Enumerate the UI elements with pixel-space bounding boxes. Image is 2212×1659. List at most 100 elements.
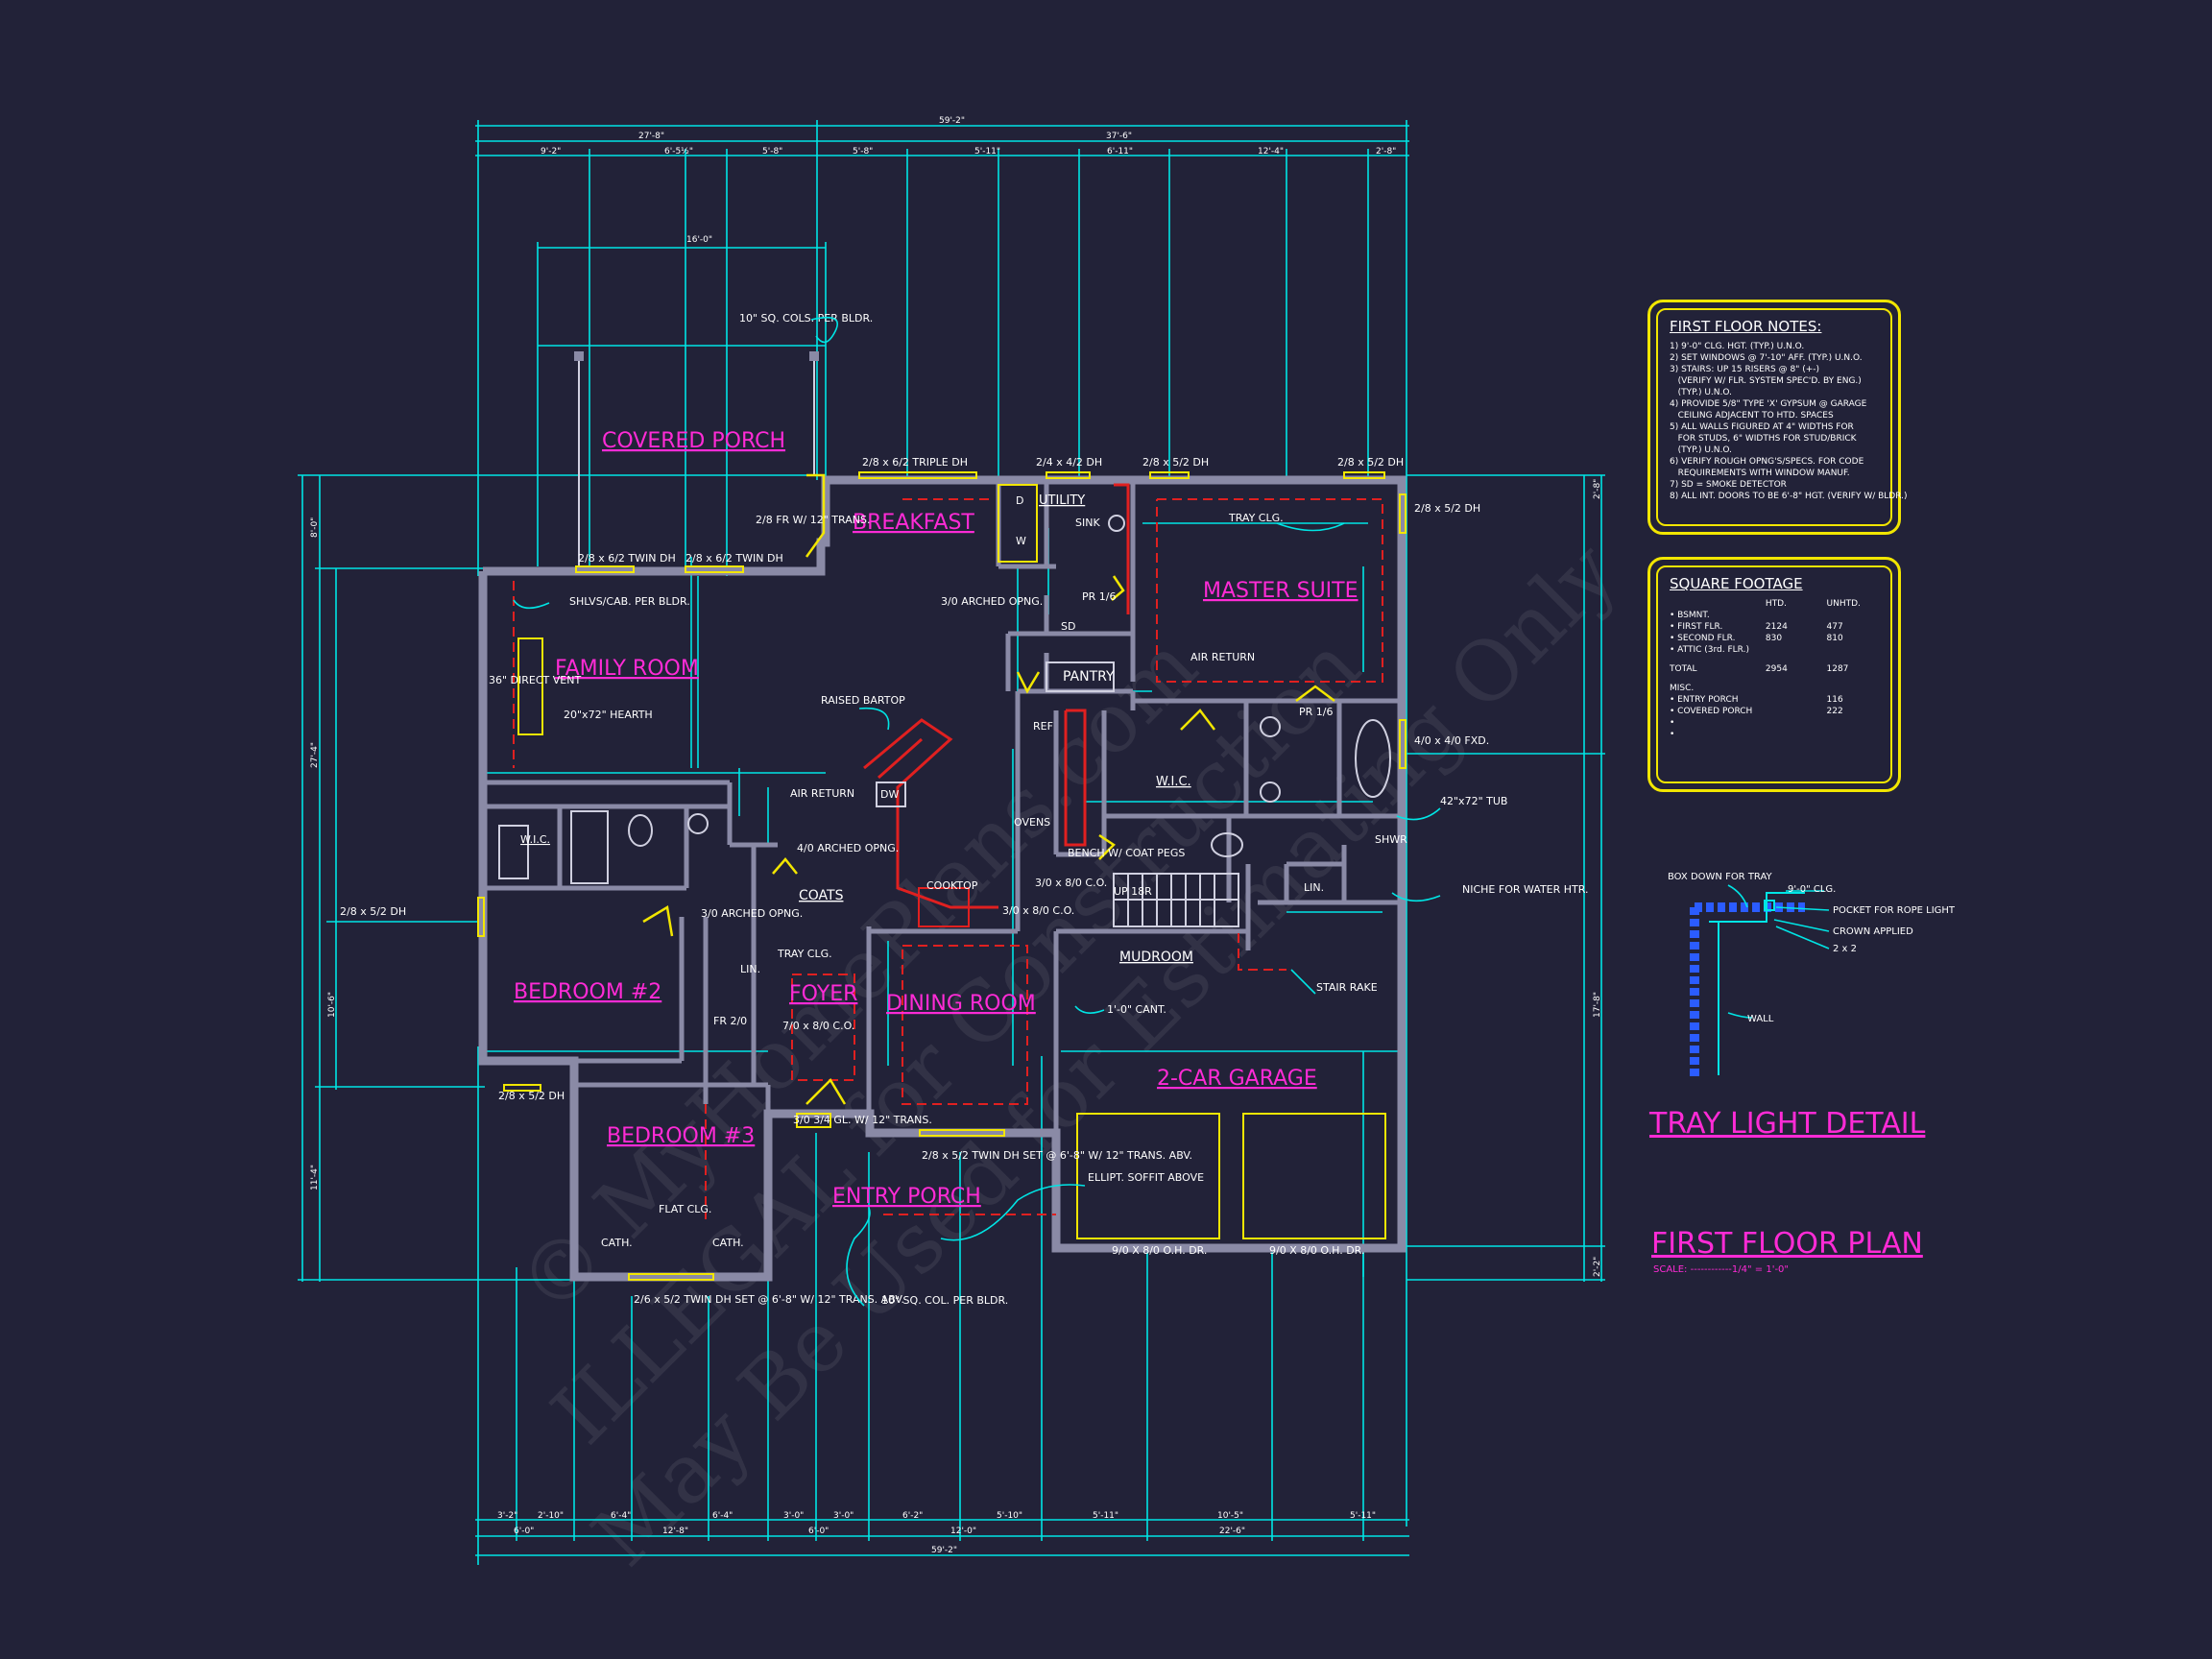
- sqft-cell-htd: [1766, 706, 1827, 717]
- room-garage: 2-CAR GARAGE: [1157, 1067, 1317, 1091]
- label-french-door: 2/8 FR W/ 12" TRANS.: [756, 514, 870, 526]
- dim-bottom: 5'-11": [1093, 1511, 1118, 1521]
- room-breakfast: BREAKFAST: [853, 511, 974, 535]
- porch-column: [809, 351, 819, 361]
- label-shower: SHWR: [1375, 833, 1407, 846]
- dim-top: 5'-8": [762, 147, 782, 156]
- sqft-cell-name: • SECOND FLR.: [1670, 634, 1736, 643]
- label-window: 2/8 x 5/2 DH: [1142, 456, 1209, 469]
- sqft-cell-unhtd: [1827, 610, 1880, 621]
- front-door: [796, 1113, 831, 1128]
- sqft-cell-name: • BSMNT.: [1670, 611, 1710, 620]
- dim-top: 6'-11": [1107, 147, 1133, 156]
- label-niche: NICHE FOR WATER HTR.: [1462, 883, 1589, 896]
- label-window-twin: 2/8 x 6/2 TWIN DH: [578, 552, 676, 565]
- square-footage-panel: SQUARE FOOTAGE HTD. UNHTD. • BSMNT.• FIR…: [1647, 557, 1901, 792]
- label-shelves: SHLVS/CAB. PER BLDR.: [569, 595, 690, 608]
- label-flat-clg: FLAT CLG.: [659, 1203, 711, 1215]
- label-powder: PR 1/6: [1082, 590, 1116, 603]
- label-cased-opening: 3/0 x 8/0 C.O.: [1002, 904, 1074, 917]
- sink: [1260, 781, 1281, 803]
- dim-top: 2'-8": [1376, 147, 1396, 156]
- sqft-cell-htd: [1766, 694, 1827, 706]
- door-swing: [1111, 575, 1125, 601]
- dim-top: 5'-11": [974, 147, 1000, 156]
- sqft-cell-unhtd: 116: [1826, 695, 1843, 705]
- french-door: [805, 473, 826, 558]
- sqft-cell-unhtd: [1827, 729, 1880, 740]
- label-dryer: D: [1016, 494, 1023, 507]
- dim-top: 9'-2": [541, 147, 561, 156]
- room-utility: UTILITY: [1039, 493, 1085, 508]
- label-stair-rake: STAIR RAKE: [1316, 981, 1378, 994]
- dishwasher: [876, 781, 906, 807]
- sqft-col-htd: HTD.: [1765, 599, 1787, 609]
- sqft-cell-name: • ENTRY PORCH: [1670, 695, 1739, 705]
- note-item: (VERIFY W/ FLR. SYSTEM SPEC'D. BY ENG.): [1670, 376, 1862, 386]
- sqft-row: • ENTRY PORCH 116: [1670, 694, 1879, 706]
- first-floor-notes-panel: FIRST FLOOR NOTES: 1) 9'-0" CLG. HGT. (T…: [1647, 300, 1908, 535]
- tray-crown: CROWN APPLIED: [1833, 926, 1913, 937]
- label-linen: LIN.: [740, 963, 760, 975]
- sqft-inner: SQUARE FOOTAGE HTD. UNHTD. • BSMNT.• FIR…: [1656, 565, 1892, 783]
- sqft-cell-name: • ATTIC (3rd. FLR.): [1670, 645, 1749, 655]
- sink: [687, 813, 709, 834]
- tray-2x2: 2 x 2: [1833, 944, 1857, 954]
- dim-top: 12'-4": [1258, 147, 1284, 156]
- hearth: [517, 637, 543, 735]
- sqft-cell-htd: [1766, 683, 1827, 694]
- room-dining: DINING ROOM: [886, 992, 1036, 1016]
- room-entry-porch: ENTRY PORCH: [832, 1185, 981, 1209]
- dim-top-left: 27'-8": [638, 132, 664, 141]
- note-item: 2) SET WINDOWS @ 7'-10" AFF. (TYP.) U.N.…: [1670, 353, 1863, 363]
- label-window: 2/8 x 5/2 DH: [498, 1090, 565, 1102]
- notes-inner: FIRST FLOOR NOTES: 1) 9'-0" CLG. HGT. (T…: [1656, 308, 1908, 526]
- label-window: 2/8 x 5/2 DH: [1414, 502, 1480, 515]
- room-pantry: PANTRY: [1063, 669, 1115, 685]
- sqft-cell-name: •: [1670, 718, 1675, 728]
- label-window: 2/8 x 5/2 DH: [1337, 456, 1404, 469]
- dim-bottom: 3'-0": [783, 1511, 804, 1521]
- sqft-cell-unhtd: [1827, 644, 1880, 656]
- dim-top-right: 37'-6": [1106, 132, 1132, 141]
- cooktop: [918, 887, 970, 927]
- label-tub: 42"x72" TUB: [1440, 795, 1507, 807]
- watermark-line-2: ILLEGAL for Construction: [534, 618, 1379, 1463]
- sqft-cell-name: MISC.: [1670, 684, 1695, 693]
- door-swing: [642, 904, 674, 937]
- tray-detail-title: TRAY LIGHT DETAIL: [1648, 1107, 1926, 1141]
- plan-title-block: FIRST FLOOR PLAN SCALE: ------------1/4"…: [1651, 1227, 1923, 1275]
- sqft-cell-htd: 2124: [1765, 622, 1788, 632]
- window-twin: [628, 1273, 714, 1281]
- fixtures-windows: [477, 471, 1407, 1281]
- plan-scale: SCALE: ------------1/4" = 1'-0": [1653, 1264, 1789, 1275]
- dim-overall-top: 59'-2": [939, 116, 965, 126]
- sqft-cell-htd: [1766, 610, 1827, 621]
- label-tray-clg: TRAY CLG.: [1228, 512, 1284, 524]
- toilet: [628, 814, 653, 847]
- label-washer: W: [1016, 535, 1026, 547]
- plan-title: FIRST FLOOR PLAN: [1651, 1227, 1923, 1261]
- sqft-row: • BSMNT.: [1670, 610, 1879, 621]
- sqft-row: • ATTIC (3rd. FLR.): [1670, 644, 1879, 656]
- label-window-triple: 2/8 x 6/2 TRIPLE DH: [862, 456, 968, 469]
- window-twin: [685, 565, 744, 573]
- room-mudroom: MUDROOM: [1119, 950, 1193, 965]
- door-swing: [1016, 671, 1041, 694]
- label-wic: W.I.C.: [520, 833, 550, 846]
- tray-light-detail: BOX DOWN FOR TRAY 9'-0" CLG. POCKET FOR …: [1648, 872, 1956, 1141]
- label-fixed-window: 4/0 x 4/0 FXD.: [1414, 734, 1489, 747]
- note-item: 8) ALL INT. DOORS TO BE 6'-8" HGT. (VERI…: [1670, 492, 1908, 501]
- note-item: 3) STAIRS: UP 15 RISERS @ 8" (+-): [1670, 365, 1820, 374]
- label-cased-opening: 7/0 x 8/0 C.O.: [782, 1020, 854, 1032]
- room-master-suite: MASTER SUITE: [1203, 579, 1358, 603]
- label-window: 2/8 x 5/2 DH: [340, 905, 406, 918]
- note-item: CEILING ADJACENT TO HTD. SPACES: [1670, 411, 1834, 421]
- dim-bottom: 3'-0": [833, 1511, 854, 1521]
- sqft-cell-name: • FIRST FLR.: [1670, 622, 1723, 632]
- label-cath: CATH.: [601, 1237, 633, 1249]
- sqft-cell-unhtd: [1827, 717, 1880, 729]
- label-smoke-detector: SD: [1061, 620, 1075, 633]
